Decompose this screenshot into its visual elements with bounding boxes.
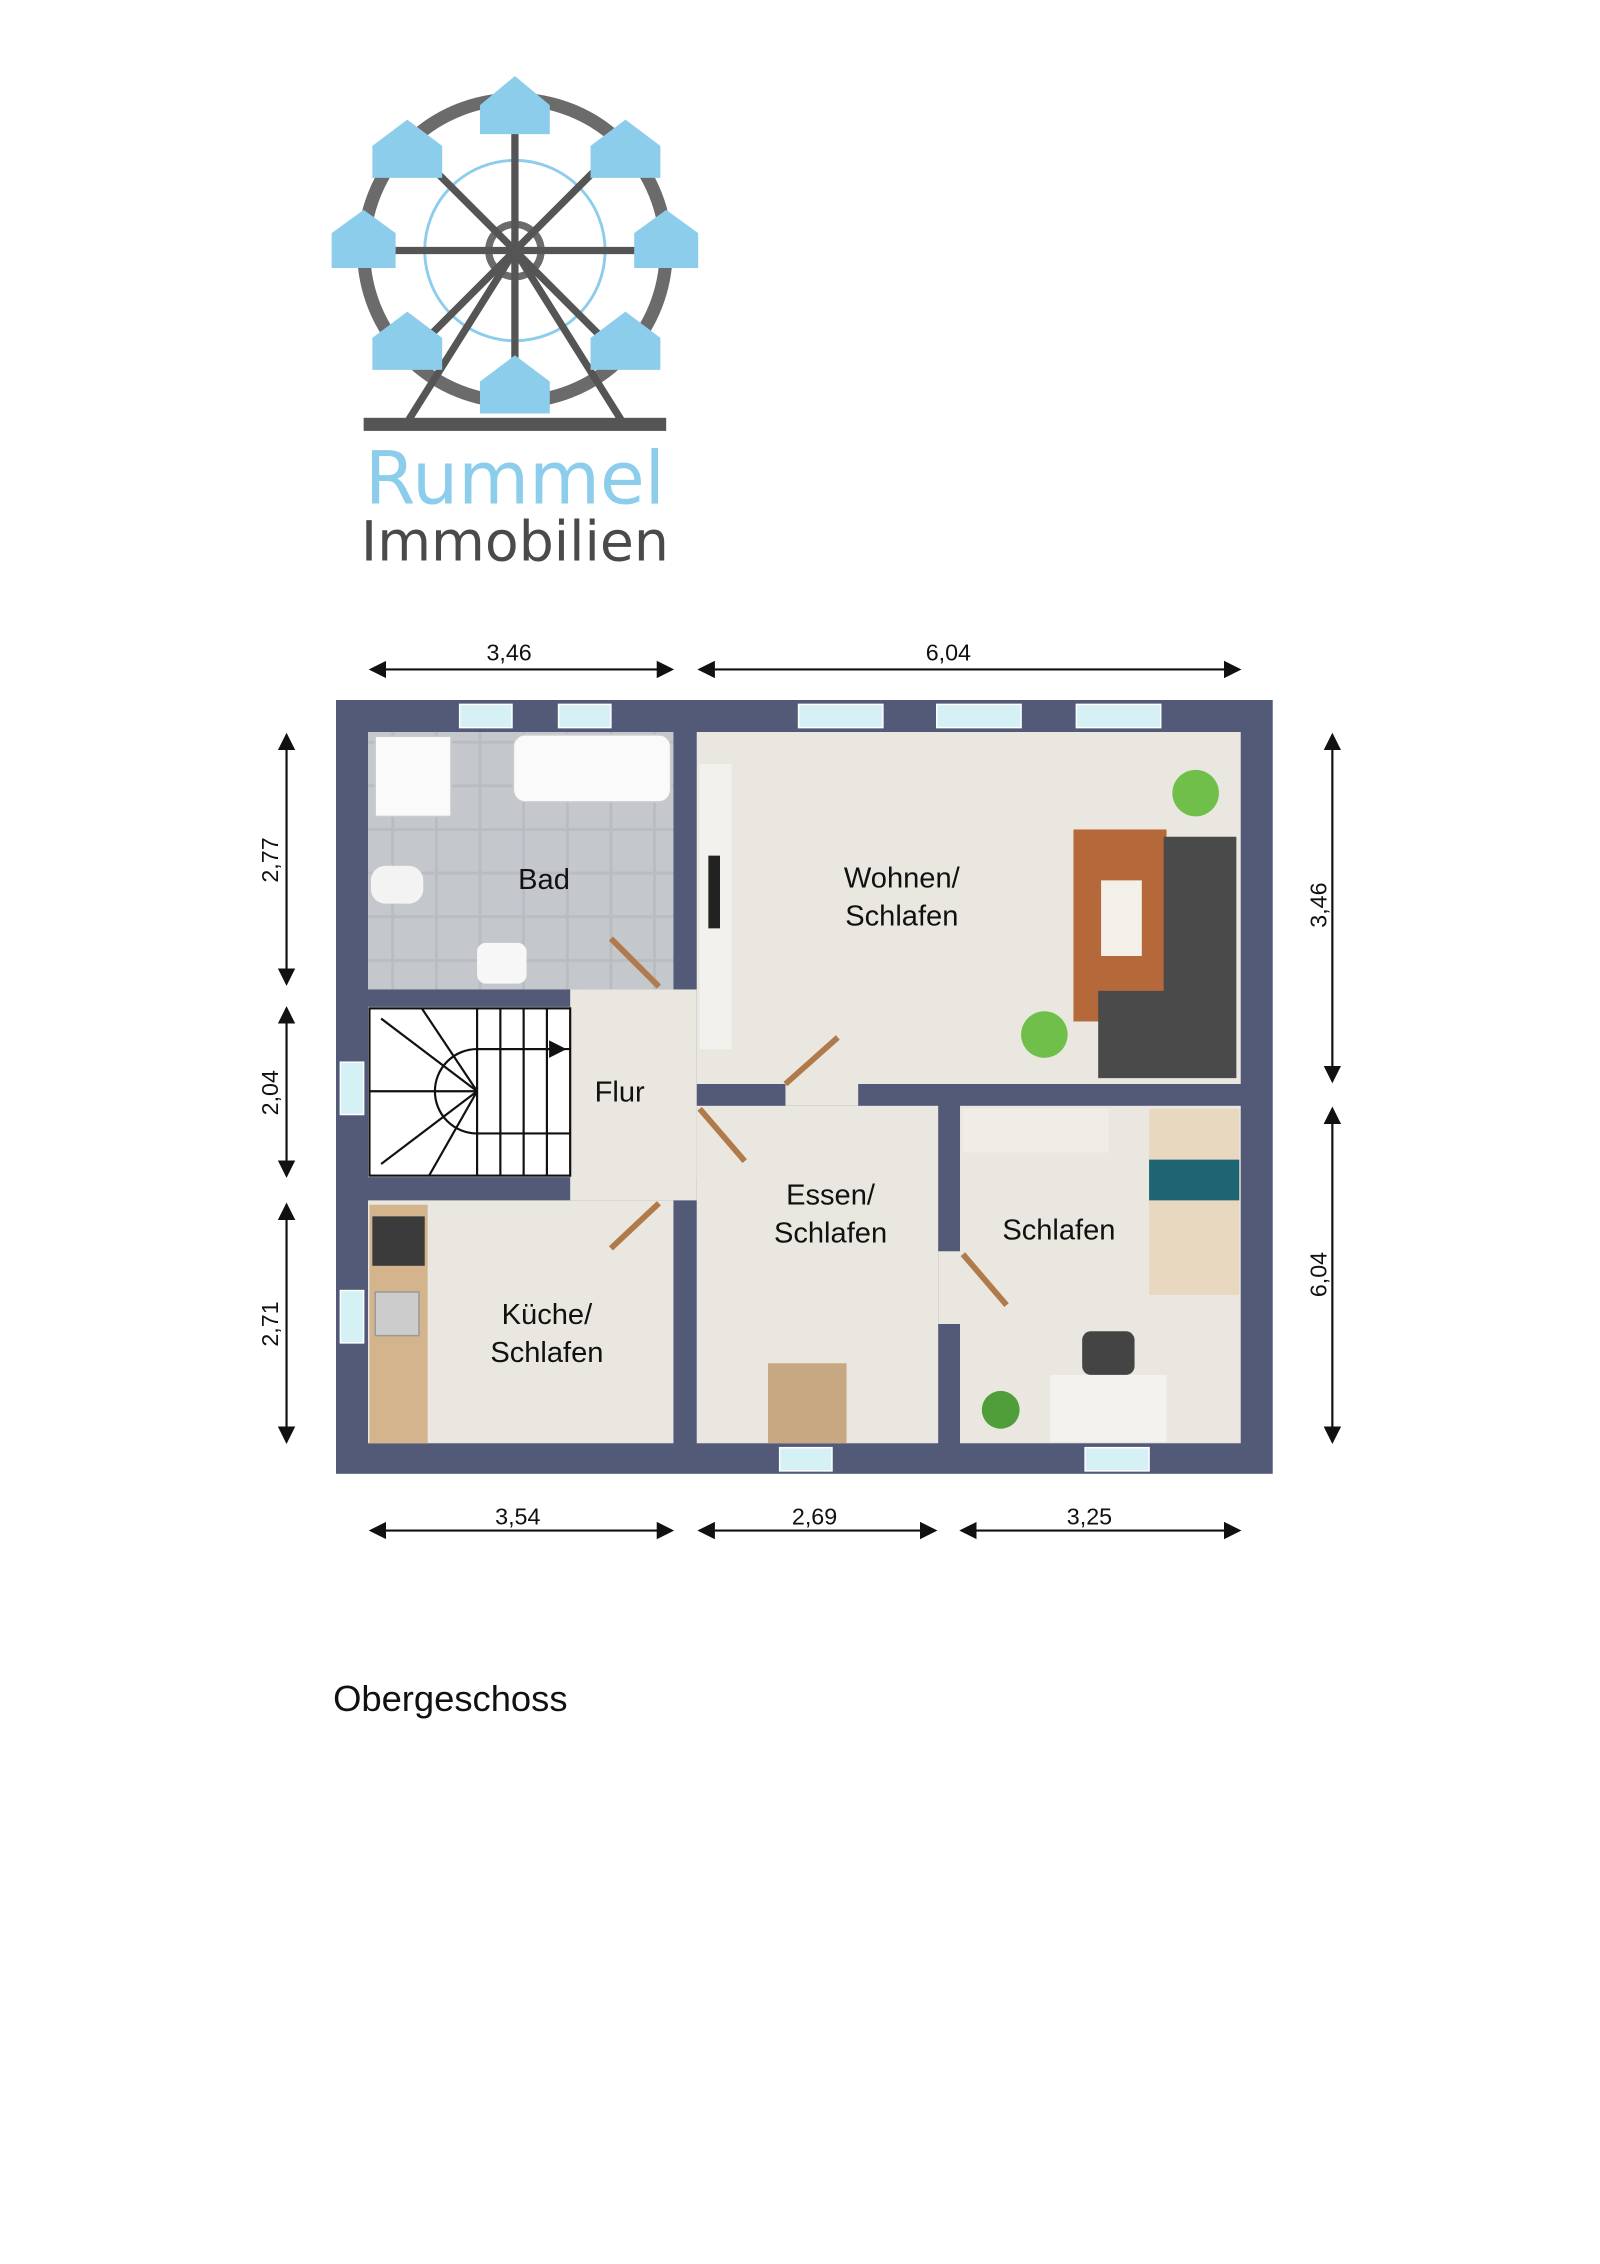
dimension-right-1: 3,46 (1306, 882, 1332, 927)
stairs-steps (368, 1007, 572, 1177)
dimension-right-2: 6,04 (1306, 1252, 1332, 1297)
wohnen-doorway (785, 1084, 859, 1106)
essen-doorway (673, 1105, 697, 1179)
doors (608, 936, 1009, 1307)
tv (708, 855, 720, 929)
bad-doorway (586, 989, 659, 1007)
room-label-kueche-2: Schlafen (490, 1337, 603, 1369)
dining-table (768, 1363, 847, 1444)
windows (339, 703, 1162, 1472)
shower-tray (374, 735, 452, 818)
toilet (370, 865, 424, 904)
brand-name-immobilien: Immobilien (361, 510, 669, 574)
bed (1149, 1108, 1240, 1295)
furniture (369, 734, 1240, 1444)
stove (372, 1216, 425, 1266)
dimension-top-2: 6,04 (926, 640, 971, 666)
dimension-bottom-2: 2,69 (792, 1504, 837, 1530)
room-label-essen: Essen/ (786, 1180, 876, 1212)
dimension-left-3: 2,71 (257, 1301, 283, 1346)
office-chair (1082, 1331, 1135, 1375)
wardrobe (962, 1108, 1109, 1153)
sink (477, 942, 527, 984)
room-label-bad: Bad (518, 864, 570, 896)
dimension-top-1: 3,46 (486, 640, 531, 666)
company-logo: Rummel Immobilien (331, 76, 699, 574)
room-label-schlafen: Schlafen (1002, 1215, 1115, 1247)
room-label-essen-2: Schlafen (774, 1218, 887, 1250)
plant (1172, 769, 1219, 817)
dimension-bottom-1: 3,54 (495, 1504, 540, 1530)
plant (1021, 1011, 1068, 1058)
schlafen-doorway (938, 1251, 960, 1324)
brand-name-rummel: Rummel (365, 437, 665, 522)
coffee-table (1101, 880, 1142, 956)
bathtub (512, 734, 672, 803)
dimension-lines (277, 660, 1342, 1540)
ferris-wheel-icon (331, 76, 699, 431)
room-label-flur: Flur (595, 1076, 645, 1108)
blanket (1149, 1159, 1240, 1201)
plant (981, 1390, 1020, 1429)
room-label-kueche: Küche/ (502, 1299, 593, 1331)
dimension-left-2: 2,04 (257, 1070, 283, 1115)
dimension-bottom-3: 3,25 (1067, 1504, 1112, 1530)
kitchen-sink (374, 1291, 420, 1337)
floor-caption: Obergeschoss (333, 1678, 567, 1719)
dimension-left-1: 2,77 (257, 837, 283, 882)
room-label-wohnen-2: Schlafen (845, 900, 958, 932)
room-label-wohnen: Wohnen/ (844, 863, 961, 895)
sofa (1098, 836, 1237, 1079)
desk (1050, 1374, 1167, 1442)
